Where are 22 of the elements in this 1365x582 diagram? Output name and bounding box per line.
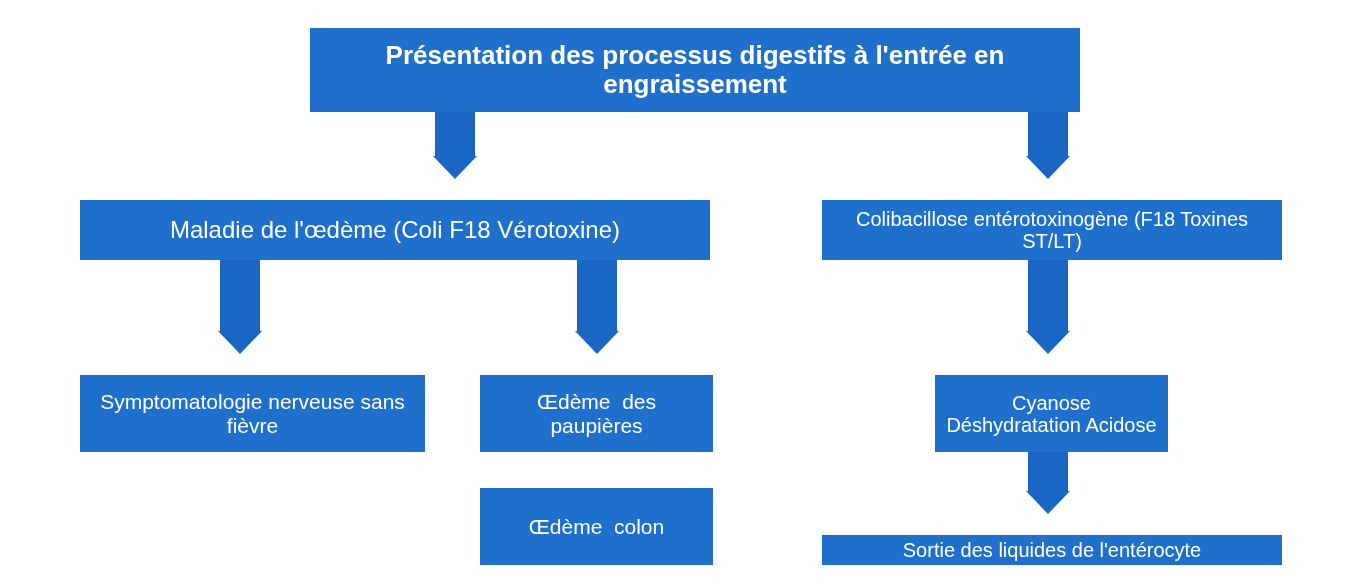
title-box bbox=[310, 28, 1080, 112]
box-label: Cyanose Déshydratation Acidose bbox=[945, 391, 1158, 436]
arrow bbox=[433, 112, 477, 180]
process-box bbox=[822, 200, 1282, 260]
box-label: Sortie des liquides de l'entérocyte bbox=[902, 539, 1202, 561]
process-box bbox=[80, 375, 425, 452]
box-label: Œdème colon bbox=[528, 514, 665, 539]
box-label: Présentation des processus digestifs à l'entrée en engraissement bbox=[384, 41, 1006, 99]
arrow bbox=[1026, 112, 1070, 180]
process-box bbox=[935, 375, 1168, 452]
arrow bbox=[1026, 260, 1070, 355]
process-box bbox=[80, 200, 710, 260]
process-box bbox=[480, 375, 713, 452]
arrow bbox=[1026, 452, 1070, 515]
arrow bbox=[218, 260, 262, 355]
box-label: Colibacillose entérotoxinogène (F18 Toxines ST/LT) bbox=[854, 208, 1250, 252]
process-box bbox=[822, 535, 1282, 565]
box-label: Maladie de l'œdème (Coli F18 Vérotoxine) bbox=[169, 216, 621, 244]
process-box bbox=[480, 488, 713, 565]
arrow bbox=[575, 260, 619, 355]
box-label: Symptomatologie nerveuse sans fièvre bbox=[99, 390, 406, 437]
box-label: Œdème des paupières bbox=[535, 390, 658, 437]
